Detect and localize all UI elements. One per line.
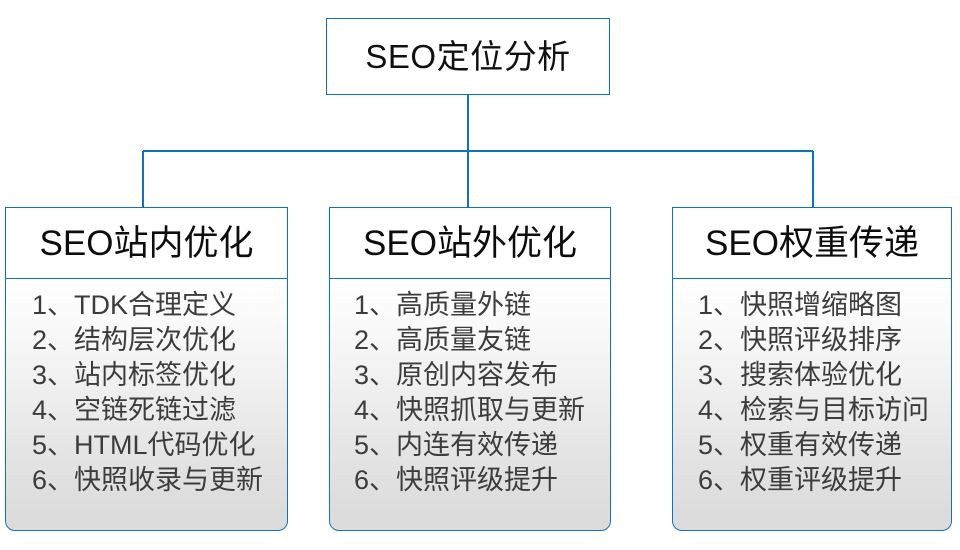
branch-column-1[interactable]: SEO站内优化 1、TDK合理定义 2、结构层次优化 3、站内标签优化 4、空链… [5,207,288,533]
branch-3-list-box: 1、快照增缩略图 2、快照评级排序 3、搜索体验优化 4、检索与目标访问 5、权… [672,278,952,532]
list-item: 4、检索与目标访问 [698,395,930,426]
branch-2-list: 1、高质量外链 2、高质量友链 3、原创内容发布 4、快照抓取与更新 5、内连有… [330,288,610,498]
list-item: 5、HTML代码优化 [32,430,256,461]
list-item: 1、TDK合理定义 [32,290,237,321]
root-node[interactable]: SEO定位分析 [326,18,610,95]
branch-2-list-box: 1、高质量外链 2、高质量友链 3、原创内容发布 4、快照抓取与更新 5、内连有… [329,278,611,532]
branch-2-header-label: SEO站外优化 [363,224,577,263]
list-item: 1、快照增缩略图 [698,290,903,321]
branch-column-3[interactable]: SEO权重传递 1、快照增缩略图 2、快照评级排序 3、搜索体验优化 4、检索与… [672,207,952,533]
list-item: 4、空链死链过滤 [32,395,237,426]
list-item: 1、高质量外链 [354,290,532,321]
list-item: 6、权重评级提升 [698,465,903,496]
list-item: 2、结构层次优化 [32,325,237,356]
branch-3-header-label: SEO权重传递 [705,224,919,263]
list-item: 2、快照评级排序 [698,325,903,356]
branch-1-header[interactable]: SEO站内优化 [5,207,288,280]
branch-1-list: 1、TDK合理定义 2、结构层次优化 3、站内标签优化 4、空链死链过滤 5、H… [6,288,287,498]
list-item: 3、搜索体验优化 [698,360,903,391]
list-item: 4、快照抓取与更新 [354,395,586,426]
list-item: 5、内连有效传递 [354,430,559,461]
list-item: 3、站内标签优化 [32,360,237,391]
branch-column-2[interactable]: SEO站外优化 1、高质量外链 2、高质量友链 3、原创内容发布 4、快照抓取与… [329,207,611,533]
branch-1-list-box: 1、TDK合理定义 2、结构层次优化 3、站内标签优化 4、空链死链过滤 5、H… [5,278,288,532]
branch-1-header-label: SEO站内优化 [39,224,254,263]
list-item: 2、高质量友链 [354,325,532,356]
list-item: 5、权重有效传递 [698,430,903,461]
list-item: 3、原创内容发布 [354,360,559,391]
root-node-label: SEO定位分析 [365,38,571,75]
branch-3-list: 1、快照增缩略图 2、快照评级排序 3、搜索体验优化 4、检索与目标访问 5、权… [673,288,951,498]
list-item: 6、快照收录与更新 [32,465,264,496]
branch-3-header[interactable]: SEO权重传递 [672,207,952,280]
branch-2-header[interactable]: SEO站外优化 [329,207,611,280]
list-item: 6、快照评级提升 [354,465,559,496]
